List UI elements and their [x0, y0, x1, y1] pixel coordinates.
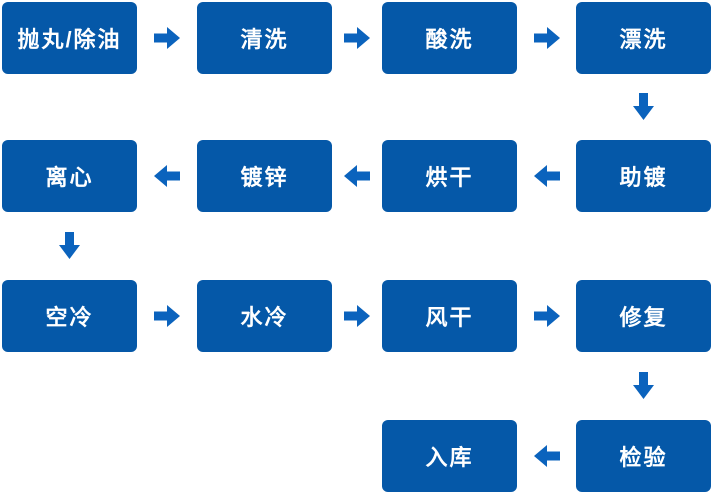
arrow-right-icon — [344, 27, 370, 49]
node-cleaning: 清洗 — [197, 2, 332, 74]
node-rinsing: 漂洗 — [576, 2, 711, 74]
node-acid-washing: 酸洗 — [382, 2, 517, 74]
arrow-right-icon — [154, 305, 180, 327]
node-air-drying: 风干 — [382, 280, 517, 352]
arrow-down-icon — [59, 232, 80, 259]
arrow-right-icon — [534, 305, 560, 327]
node-air-cooling: 空冷 — [2, 280, 137, 352]
node-inspection: 检验 — [576, 420, 711, 492]
node-centrifuge: 离心 — [2, 140, 137, 212]
node-fluxing: 助镀 — [576, 140, 711, 212]
node-drying: 烘干 — [382, 140, 517, 212]
arrow-right-icon — [534, 27, 560, 49]
node-storage: 入库 — [382, 420, 517, 492]
arrow-left-icon — [344, 165, 370, 187]
arrow-right-icon — [344, 305, 370, 327]
arrow-right-icon — [154, 27, 180, 49]
arrow-down-icon — [633, 372, 654, 399]
arrow-left-icon — [534, 165, 560, 187]
arrow-left-icon — [534, 445, 560, 467]
node-shot-blast-degrease: 抛丸/除油 — [2, 2, 137, 74]
node-galvanizing: 镀锌 — [197, 140, 332, 212]
arrow-left-icon — [154, 165, 180, 187]
node-repair: 修复 — [576, 280, 711, 352]
node-water-cooling: 水冷 — [197, 280, 332, 352]
arrow-down-icon — [633, 93, 654, 120]
